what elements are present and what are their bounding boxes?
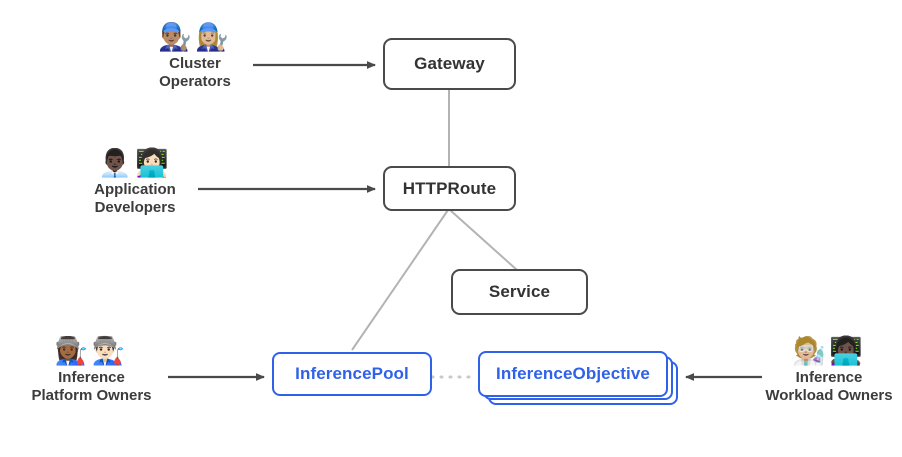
node-gateway[interactable]: Gateway	[383, 38, 516, 90]
edge-httproute-service	[449, 209, 518, 271]
node-httproute-label: HTTPRoute	[402, 178, 497, 198]
edge-httproute-inferencepool	[351, 209, 449, 351]
persona-application-developers: 👨🏿‍💼👩🏻‍💻 Application Developers	[70, 148, 200, 217]
persona-cluster-operators: 👨🏽‍🔧👩🏼‍🔧 Cluster Operators	[130, 22, 260, 91]
inference-platform-owners-icon: 👩🏾‍🏭👨🏻‍🏭	[54, 336, 129, 366]
persona-inference-platform-owners: 👩🏾‍🏭👨🏻‍🏭 Inference Platform Owners	[19, 336, 164, 405]
inference-workload-owners-icon: 🧑🏼‍🔬👩🏿‍💻	[792, 336, 866, 366]
persona-inference-workload-owners: 🧑🏼‍🔬👩🏿‍💻 Inference Workload Owners	[764, 336, 894, 405]
inference-workload-owners-label-line2: Workload Owners	[765, 387, 893, 404]
inference-workload-owners-label-line1: Inference	[795, 369, 863, 386]
node-inferenceobjective[interactable]: InferenceObjective	[478, 351, 668, 397]
cluster-operators-label-line1: Cluster	[169, 55, 221, 72]
node-inferenceobjective-label: InferenceObjective	[496, 364, 650, 383]
node-service-label: Service	[488, 282, 551, 301]
cluster-operators-label-line2: Operators	[159, 73, 231, 90]
node-gateway-label: Gateway	[414, 54, 485, 73]
application-developers-icon: 👨🏿‍💼👩🏻‍💻	[98, 148, 172, 178]
node-inferencepool-label: InferencePool	[295, 364, 409, 383]
node-service[interactable]: Service	[451, 269, 588, 315]
inference-platform-owners-label-line2: Platform Owners	[31, 387, 152, 404]
application-developers-label-line2: Developers	[94, 199, 176, 216]
application-developers-label-line1: Application	[94, 181, 176, 198]
inference-platform-owners-label-line1: Inference	[58, 369, 125, 386]
cluster-operators-icon: 👨🏽‍🔧👩🏼‍🔧	[158, 22, 232, 52]
node-httproute[interactable]: HTTPRoute	[383, 166, 516, 211]
node-inferencepool[interactable]: InferencePool	[272, 352, 432, 396]
